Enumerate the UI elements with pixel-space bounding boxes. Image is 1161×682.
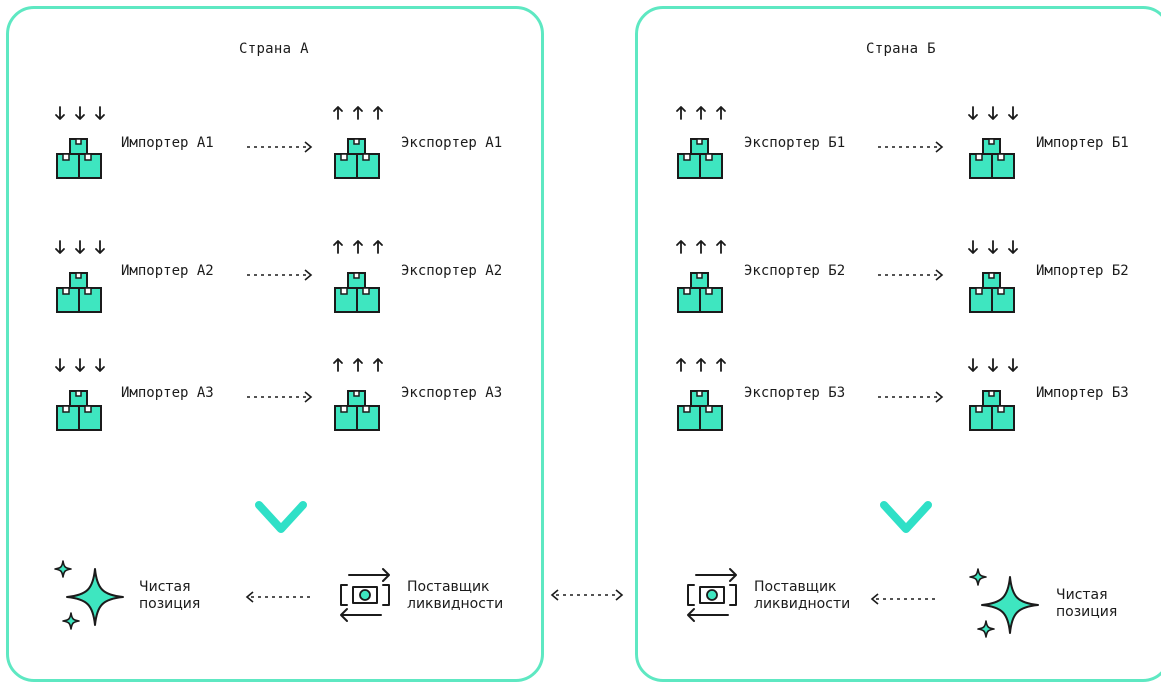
boxes-incoming-icon: [966, 121, 1022, 189]
boxes-incoming-icon: [53, 255, 109, 323]
dashed-arrow-left: [870, 593, 938, 605]
exporter-a2-label: Экспортер А2: [401, 263, 503, 279]
exporter-b2-label: Экспортер Б2: [744, 263, 846, 279]
boxes-incoming-icon: [966, 255, 1022, 323]
country-b-panel: Страна Б Экспортер Б1 Импортер Б1 Экспор…: [635, 6, 1161, 682]
importer-a2-label: Импортер А2: [121, 263, 214, 279]
boxes-outgoing-icon: [331, 373, 387, 441]
liquidity-provider-label: Поставщик ликвидности: [754, 579, 851, 612]
country-a-panel: Страна А Импортер А1 Экспортер А1 Импорт…: [6, 6, 544, 682]
boxes-outgoing-icon: [674, 373, 730, 441]
exchange-icon: [333, 563, 397, 627]
country-b-title: Страна Б: [866, 41, 936, 57]
dashed-arrow-right: [247, 269, 315, 281]
dashed-arrow-right: [247, 141, 315, 153]
importer-a3-label: Импортер А3: [121, 385, 214, 401]
exporter-b3-label: Экспортер Б3: [744, 385, 846, 401]
importer-a1-label: Импортер А1: [121, 135, 214, 151]
dashed-arrow-right: [878, 269, 946, 281]
boxes-outgoing-icon: [674, 255, 730, 323]
net-position-label: Чистая позиция: [1056, 587, 1118, 620]
country-a-title: Страна А: [239, 41, 309, 57]
exporter-b1-label: Экспортер Б1: [744, 135, 846, 151]
sparkle-icon: [966, 565, 1046, 645]
exporter-a1-label: Экспортер А1: [401, 135, 503, 151]
exporter-a3-label: Экспортер А3: [401, 385, 503, 401]
boxes-incoming-icon: [966, 373, 1022, 441]
dashed-arrow-right: [878, 141, 946, 153]
dashed-arrow-left: [245, 591, 313, 603]
boxes-outgoing-icon: [331, 121, 387, 189]
dashed-double-arrow: [550, 588, 626, 602]
down-arrow-icon: [251, 449, 311, 541]
liquidity-provider-label: Поставщик ликвидности: [407, 579, 504, 612]
net-position-label: Чистая позиция: [139, 579, 201, 612]
boxes-incoming-icon: [53, 121, 109, 189]
dashed-arrow-right: [878, 391, 946, 403]
boxes-incoming-icon: [53, 373, 109, 441]
importer-b1-label: Импортер Б1: [1036, 135, 1129, 151]
importer-b2-label: Импортер Б2: [1036, 263, 1129, 279]
boxes-outgoing-icon: [331, 255, 387, 323]
down-arrow-icon: [876, 449, 936, 541]
boxes-outgoing-icon: [674, 121, 730, 189]
importer-b3-label: Импортер Б3: [1036, 385, 1129, 401]
dashed-arrow-right: [247, 391, 315, 403]
sparkle-icon: [51, 557, 131, 637]
exchange-icon: [680, 563, 744, 627]
